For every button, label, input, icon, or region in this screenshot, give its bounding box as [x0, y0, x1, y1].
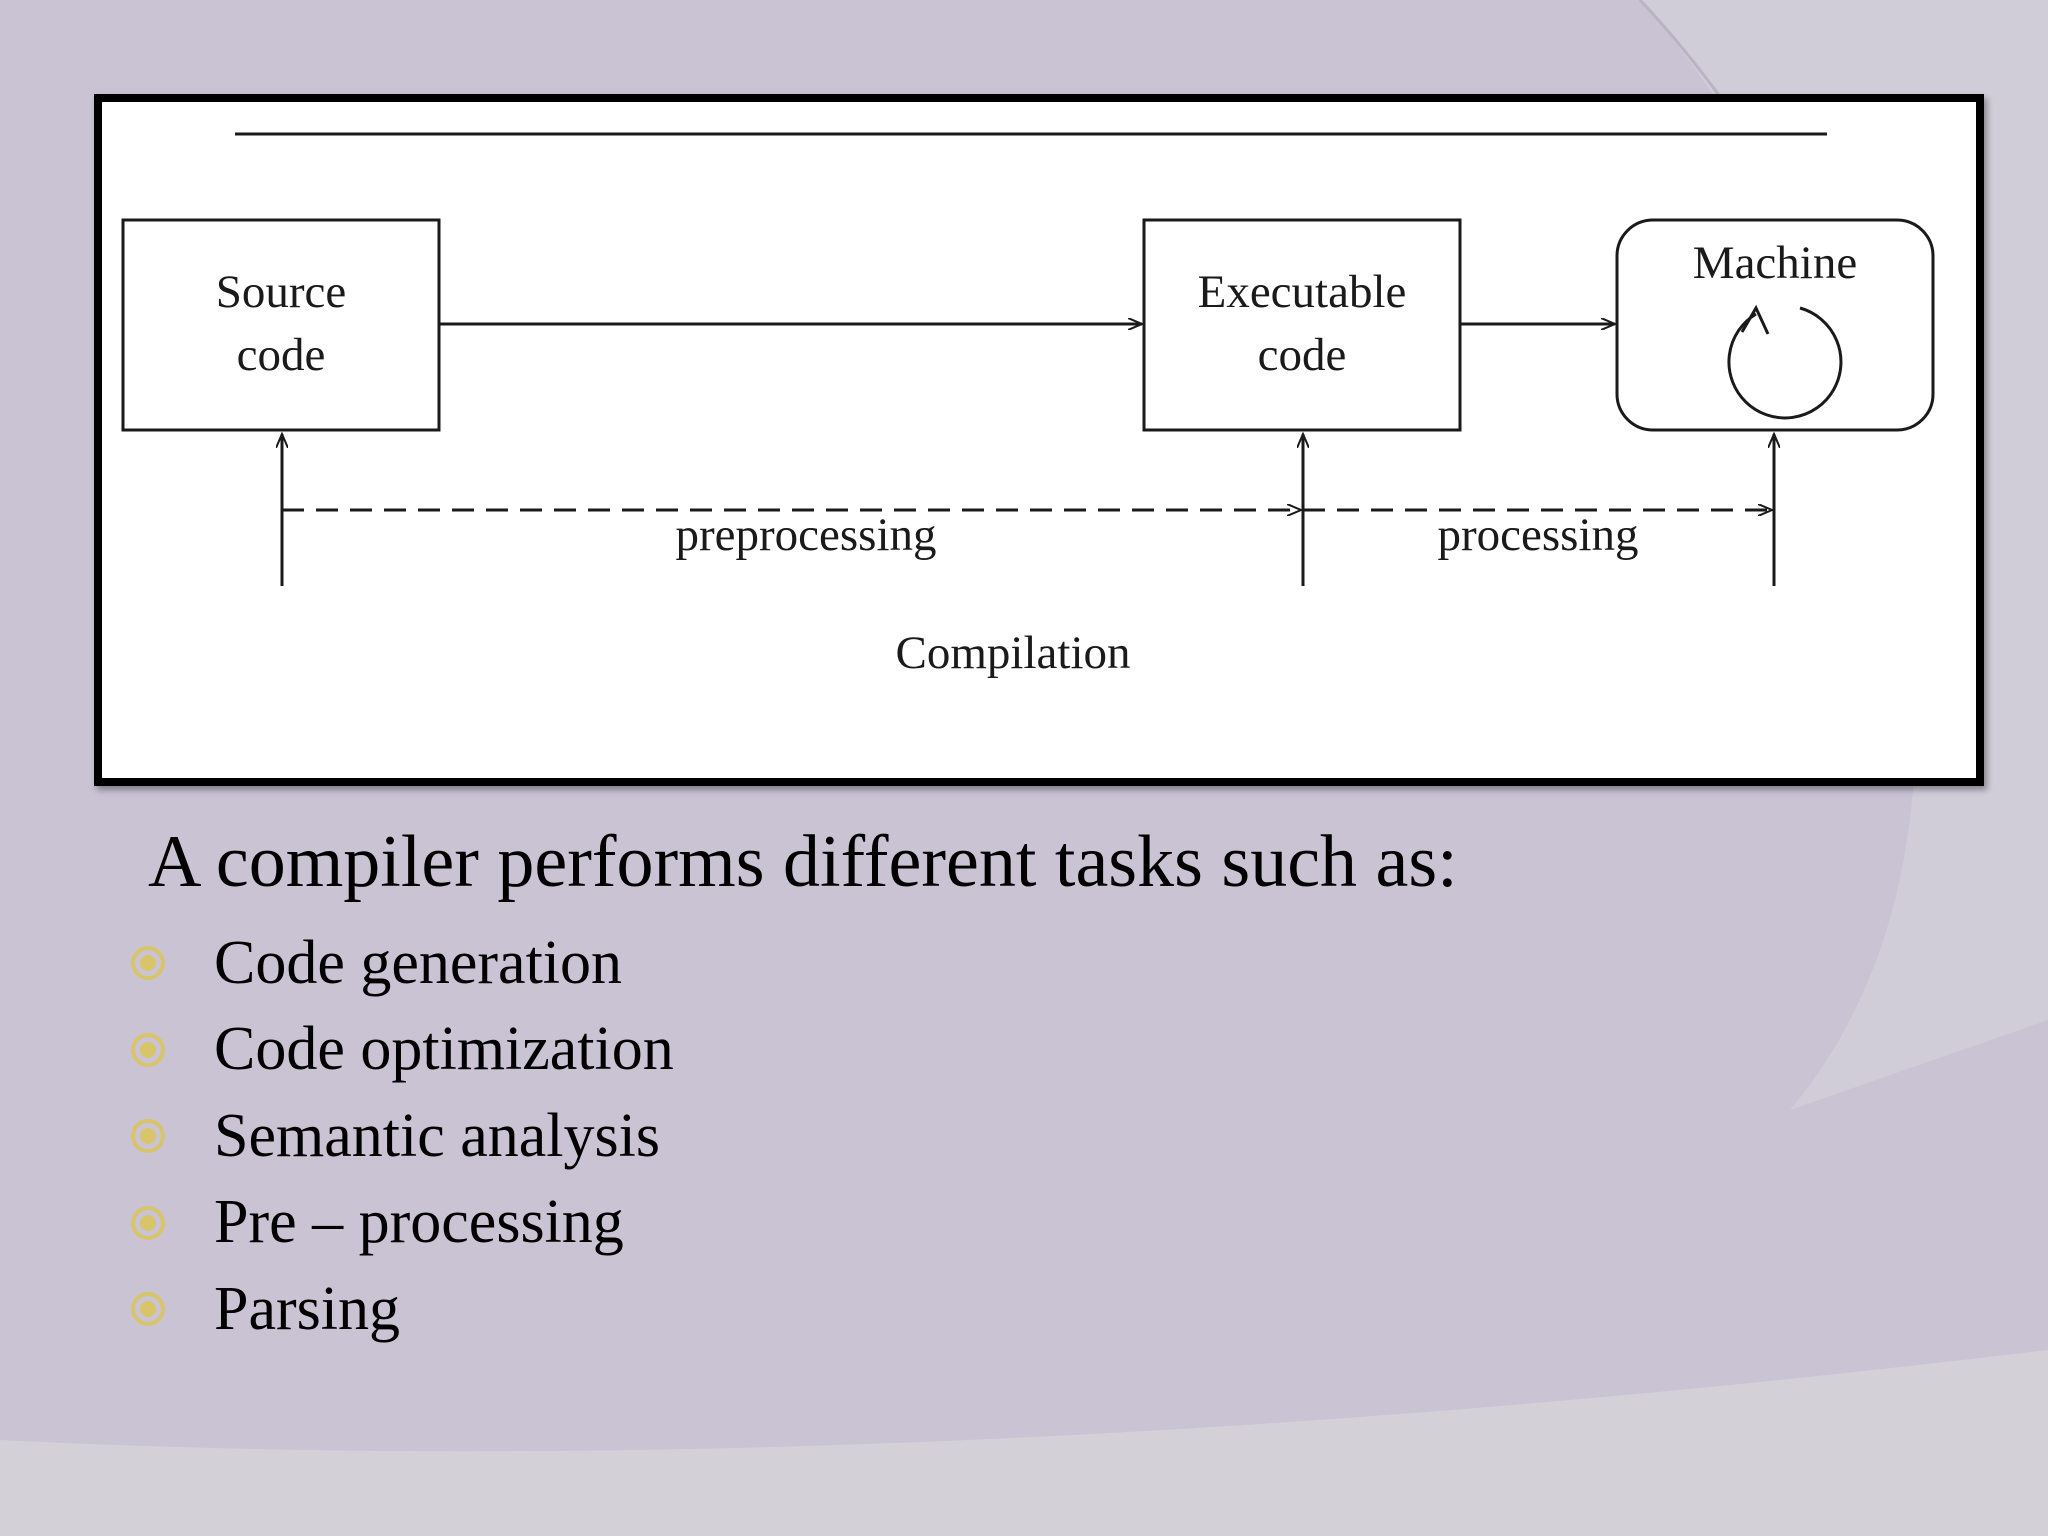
task-item: Code generation — [130, 920, 674, 1007]
task-item: Semantic analysis — [130, 1093, 674, 1180]
task-item: Parsing — [130, 1266, 674, 1353]
machine-label: Machine — [1693, 237, 1857, 289]
task-label: Semantic analysis — [214, 1101, 660, 1170]
executable-code-label-line1: Executable — [1198, 266, 1407, 318]
circle-bullet-icon — [131, 1205, 165, 1240]
task-list: Code generation Code optimization Semant… — [130, 920, 674, 1353]
compilation-label: Compilation — [896, 627, 1131, 679]
background-swoosh-bottom — [0, 1350, 2048, 1536]
executable-code-label-line2: code — [1258, 329, 1347, 381]
executable-code-box — [1142, 218, 1462, 432]
intro-text: A compiler performs different tasks such… — [148, 821, 1458, 903]
circle-bullet-icon — [131, 946, 165, 981]
task-item: Code optimization — [130, 1007, 674, 1094]
task-item: Pre – processing — [130, 1180, 674, 1267]
machine-box — [1615, 218, 1935, 432]
task-label: Pre – processing — [214, 1188, 624, 1257]
preprocessing-label: preprocessing — [675, 509, 936, 561]
source-code-label-line2: code — [237, 329, 326, 381]
task-label: Parsing — [214, 1274, 400, 1343]
source-code-label-line1: Source — [216, 266, 347, 318]
compilation-diagram-frame: Source code Executable code Machine prep… — [94, 94, 1984, 786]
compilation-diagram: Source code Executable code Machine prep… — [121, 132, 1935, 679]
task-label: Code optimization — [214, 1015, 674, 1084]
processing-label: processing — [1437, 509, 1638, 561]
circle-bullet-icon — [131, 1292, 165, 1327]
task-label: Code generation — [214, 928, 623, 997]
circle-bullet-icon — [131, 1119, 165, 1154]
source-code-box — [121, 218, 441, 432]
cycle-arrow-icon — [1727, 304, 1843, 420]
circle-bullet-icon — [131, 1032, 165, 1067]
